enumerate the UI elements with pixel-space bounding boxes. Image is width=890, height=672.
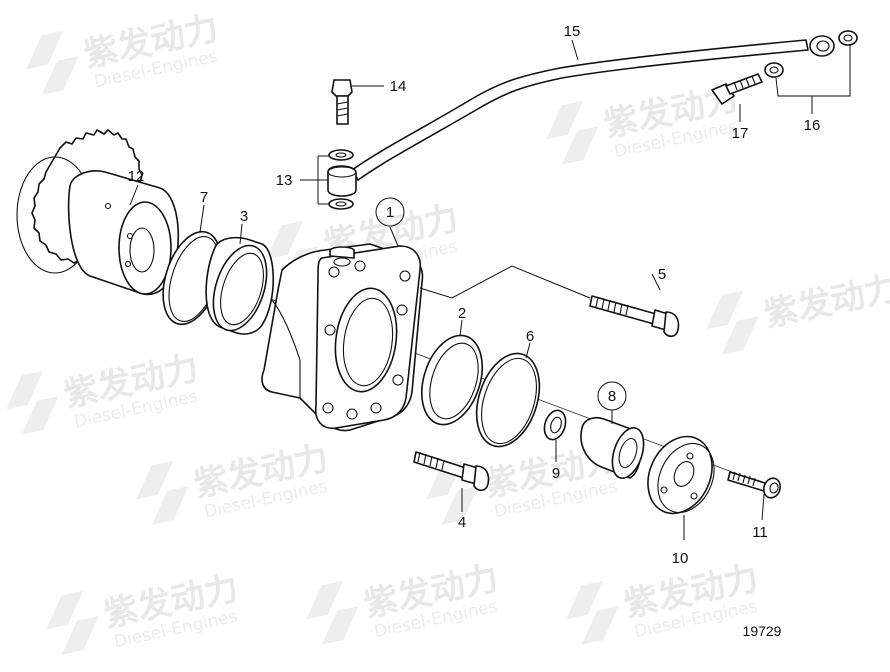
housing-side-rib bbox=[271, 299, 301, 398]
gear-hub-face bbox=[118, 201, 172, 295]
callout-17: 17 bbox=[732, 125, 749, 142]
washer-9 bbox=[543, 409, 567, 441]
banjo-body bbox=[327, 165, 357, 197]
callout-5: 5 bbox=[658, 266, 666, 283]
flange-plate-10 bbox=[647, 435, 715, 515]
bolt-5 bbox=[589, 295, 680, 338]
watermark-tile: 紫发动力 Diesel-Engines bbox=[136, 438, 332, 525]
o-ring-6 bbox=[475, 352, 541, 448]
hub-hole bbox=[124, 260, 132, 268]
housing-oil-port bbox=[329, 246, 355, 259]
pipe-end-fitting bbox=[809, 35, 835, 57]
callout-15: 15 bbox=[564, 23, 581, 40]
flange-bolt-hole bbox=[328, 266, 340, 278]
callout-13: 13 bbox=[276, 172, 293, 189]
hub-hole bbox=[126, 232, 134, 240]
callout-labels: 1 2 3 4 5 6 7 8 9 10 11 12 13 14 15 16 1… bbox=[128, 23, 821, 567]
housing-1 bbox=[261, 243, 424, 432]
washer-lower bbox=[328, 198, 354, 210]
flange-bolt-hole bbox=[346, 408, 358, 420]
hub-hole bbox=[104, 202, 112, 210]
callout-11: 11 bbox=[752, 524, 768, 541]
screw-11 bbox=[727, 471, 782, 499]
watermark-tile: 紫发动力 Diesel-Engines bbox=[26, 8, 222, 95]
flange-bolt-hole bbox=[396, 304, 408, 316]
oil-port-hole bbox=[333, 257, 351, 267]
callout-14: 14 bbox=[390, 78, 407, 95]
sleeve-3 bbox=[205, 236, 275, 335]
callout-12: 12 bbox=[128, 168, 145, 185]
callout-7: 7 bbox=[200, 189, 208, 206]
callout-9: 9 bbox=[552, 465, 560, 482]
callout-6: 6 bbox=[526, 328, 534, 345]
watermark-tile: 紫发动力 Diesel-Engines bbox=[46, 568, 242, 655]
watermark-tile: 紫发动力 Diesel-Engines bbox=[546, 78, 742, 165]
watermark-tile: 紫发动力 Diesel-Engines bbox=[306, 558, 502, 645]
housing-bore-inner bbox=[342, 297, 394, 387]
bolt-17 bbox=[711, 73, 763, 105]
callout-4: 4 bbox=[458, 514, 466, 531]
banjo-bolt-14 bbox=[331, 79, 353, 125]
watermark-tile: 紫发动力 Diesel-Engines bbox=[566, 558, 762, 645]
watermark-tile: 紫发动力 Diesel-Engines bbox=[6, 348, 202, 435]
watermark-cn: 紫发动力 bbox=[761, 268, 890, 335]
gear-assembly-12 bbox=[16, 129, 180, 296]
callout-2: 2 bbox=[458, 305, 466, 322]
callout-circle-1 bbox=[375, 197, 405, 227]
gear-hub-bore bbox=[129, 227, 155, 273]
flange-bolt-hole bbox=[322, 402, 334, 414]
washer-upper bbox=[328, 149, 354, 161]
flange-bolt-hole bbox=[370, 402, 382, 414]
flange-bolt-hole bbox=[324, 324, 336, 336]
watermark-tile: 紫发动力 bbox=[706, 268, 890, 355]
callout-16: 16 bbox=[804, 117, 821, 134]
figure-number: 19729 bbox=[743, 623, 782, 639]
oil-pipe-15 bbox=[351, 35, 835, 181]
callout-1: 1 bbox=[386, 204, 394, 221]
flange-bolt-hole bbox=[354, 260, 366, 272]
callout-3: 3 bbox=[240, 208, 248, 225]
callout-8: 8 bbox=[608, 388, 616, 405]
callout-circle-8 bbox=[597, 381, 627, 411]
callout-10: 10 bbox=[672, 550, 689, 567]
housing-bore bbox=[334, 287, 398, 393]
banjo-fitting-13 bbox=[327, 149, 357, 210]
washers-16 bbox=[764, 30, 858, 78]
flange-bolt-hole bbox=[392, 374, 404, 386]
flange-bolt-hole bbox=[399, 270, 411, 282]
ring-2 bbox=[421, 334, 483, 426]
leader-lines bbox=[129, 39, 851, 540]
coupling-8 bbox=[580, 416, 645, 479]
bolt-4 bbox=[413, 451, 490, 492]
